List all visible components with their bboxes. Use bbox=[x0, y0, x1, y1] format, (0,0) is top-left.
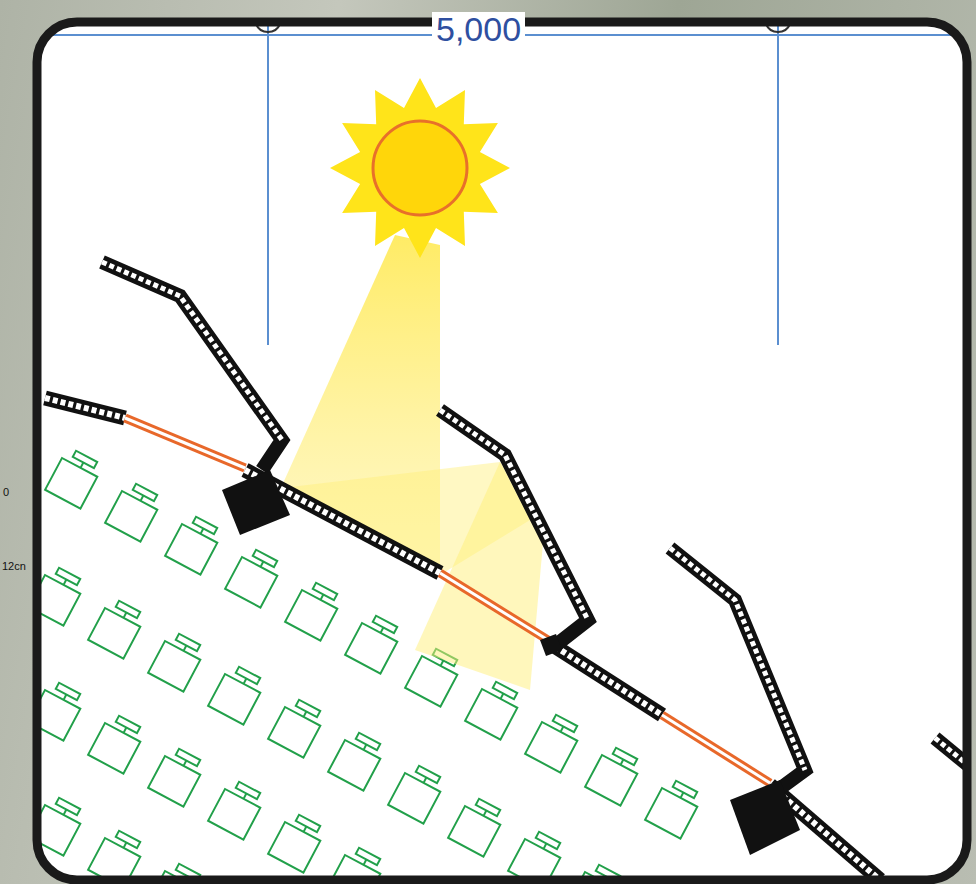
desk-symbol bbox=[208, 663, 266, 725]
glass-panel bbox=[125, 418, 245, 468]
background-text: 0 bbox=[3, 487, 9, 498]
reflector-louver bbox=[935, 738, 967, 775]
glass-panel bbox=[440, 573, 548, 640]
desk-symbol bbox=[345, 612, 403, 674]
louver-hatch bbox=[440, 410, 588, 620]
dimension-value: 5,000 bbox=[432, 12, 525, 46]
desk-symbol bbox=[225, 546, 283, 608]
reflector-louver bbox=[440, 410, 588, 645]
roof-beam bbox=[45, 398, 125, 418]
desk-symbol bbox=[328, 729, 386, 791]
desk-symbol bbox=[88, 712, 146, 774]
desk-symbol bbox=[448, 795, 506, 857]
reflector-louvers bbox=[102, 262, 967, 790]
desk-symbol bbox=[268, 696, 326, 758]
background-text: 12cn bbox=[2, 561, 26, 572]
desk-symbol bbox=[465, 678, 523, 740]
desk-symbol bbox=[285, 579, 343, 641]
desk-symbol bbox=[88, 597, 146, 659]
roof-hatch bbox=[45, 398, 125, 418]
desk-symbol bbox=[268, 811, 326, 873]
desk-symbol bbox=[148, 745, 206, 807]
louver-hatch bbox=[670, 548, 805, 770]
desk-symbol bbox=[165, 513, 223, 575]
section-content bbox=[37, 22, 967, 880]
dimension-extension bbox=[777, 22, 779, 345]
desk-symbol bbox=[88, 827, 146, 880]
glass-gap bbox=[662, 715, 770, 783]
frame-border bbox=[37, 22, 967, 880]
sun-rays bbox=[330, 78, 510, 258]
sun-disc bbox=[373, 121, 467, 215]
desk-rows bbox=[37, 447, 703, 880]
frame-fill bbox=[37, 22, 967, 880]
desk-symbol bbox=[388, 762, 446, 824]
structural-joint bbox=[540, 634, 562, 656]
structural-block bbox=[222, 470, 290, 535]
desk-symbol bbox=[45, 447, 103, 509]
glass-gap bbox=[125, 418, 245, 468]
roof-structure bbox=[45, 398, 880, 880]
dimension-extension bbox=[267, 22, 269, 345]
louver-hatch bbox=[102, 262, 282, 440]
desk-symbol bbox=[37, 679, 86, 741]
desk-symbol bbox=[645, 777, 703, 839]
desk-symbol bbox=[525, 711, 583, 773]
reflector-louver bbox=[102, 262, 282, 470]
desk-symbol bbox=[37, 794, 86, 856]
roof-glazing bbox=[125, 418, 770, 783]
louver-hatch bbox=[935, 738, 967, 775]
structural-block bbox=[730, 780, 800, 855]
desk-symbol bbox=[208, 778, 266, 840]
desk-symbol bbox=[148, 630, 206, 692]
roof-hatch bbox=[548, 642, 662, 715]
desk-symbol bbox=[37, 564, 86, 626]
glass-panel bbox=[662, 715, 770, 783]
desk-symbol bbox=[585, 744, 643, 806]
reflector-louver bbox=[670, 548, 805, 790]
desk-symbol bbox=[105, 480, 163, 542]
roof-beam bbox=[548, 642, 662, 715]
desk-symbol bbox=[328, 844, 386, 880]
desk-symbol bbox=[508, 828, 566, 880]
glass-gap bbox=[440, 573, 548, 640]
